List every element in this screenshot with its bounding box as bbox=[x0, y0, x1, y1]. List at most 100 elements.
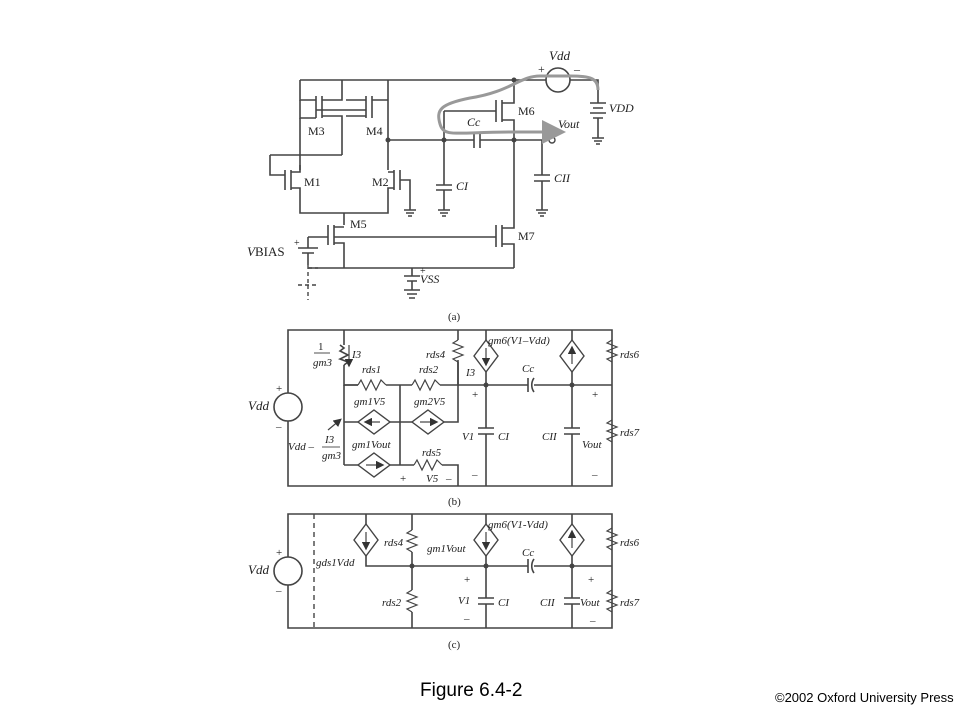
gm2v5-source: gm2V5 bbox=[400, 385, 459, 435]
svg-text:gm1Vout: gm1Vout bbox=[352, 439, 391, 451]
vdd-source-b: + – Vdd bbox=[248, 383, 303, 433]
svg-text:rds7: rds7 bbox=[620, 427, 640, 439]
svg-text:Cc: Cc bbox=[522, 547, 534, 559]
svg-text:Vout: Vout bbox=[580, 597, 601, 609]
ci-label: CI bbox=[456, 179, 469, 193]
vout-label: Vout bbox=[558, 117, 580, 131]
svg-text:V5: V5 bbox=[426, 473, 439, 485]
svg-text:gm3: gm3 bbox=[322, 450, 341, 462]
svg-text:gds1Vdd: gds1Vdd bbox=[316, 557, 355, 569]
gds1-source bbox=[353, 514, 412, 567]
label-m4: M4 bbox=[366, 124, 383, 138]
circuit-figure: M3 M4 M1 M2 M5 bbox=[247, 48, 640, 651]
svg-text:+: + bbox=[276, 383, 282, 395]
svg-text:–: – bbox=[275, 421, 282, 433]
svg-text:Vdd –: Vdd – bbox=[288, 441, 314, 453]
vdd-supply-label: VDD bbox=[609, 101, 634, 115]
vdd-label-c: Vdd bbox=[248, 562, 269, 577]
capacitor-cc: Cc bbox=[444, 115, 548, 148]
transistor-m1: M1 bbox=[284, 165, 321, 205]
svg-text:V1: V1 bbox=[462, 431, 474, 443]
svg-text:–: – bbox=[445, 473, 452, 485]
capacitor-cii: CII bbox=[534, 140, 571, 217]
svg-text:rds5: rds5 bbox=[422, 447, 442, 459]
svg-text:V1: V1 bbox=[458, 595, 470, 607]
capacitor-ci: CI bbox=[436, 175, 469, 217]
gm1vout-source: gm1Vout bbox=[344, 439, 400, 478]
label-m6: M6 bbox=[518, 104, 535, 118]
svg-text:rds4: rds4 bbox=[426, 349, 446, 361]
svg-text:+: + bbox=[472, 389, 478, 401]
label-m7: M7 bbox=[518, 229, 535, 243]
panel-b: + – Vdd 1 gm3 I3 rds1 rds2 rds4 I3 gm1V5 bbox=[248, 329, 640, 508]
svg-text:+: + bbox=[588, 574, 594, 586]
panel-c-label: (c) bbox=[448, 639, 461, 651]
svg-text:gm1Vout: gm1Vout bbox=[427, 543, 466, 555]
vdd-label-a: Vdd bbox=[549, 48, 570, 63]
svg-text:rds4: rds4 bbox=[384, 537, 404, 549]
svg-text:I3: I3 bbox=[351, 349, 362, 361]
svg-text:+: + bbox=[538, 62, 545, 76]
svg-text:rds6: rds6 bbox=[620, 349, 640, 361]
svg-text:rds2: rds2 bbox=[419, 364, 439, 376]
svg-text:I3: I3 bbox=[324, 434, 335, 446]
panel-b-label: (b) bbox=[448, 496, 461, 508]
panel-a: M3 M4 M1 M2 M5 bbox=[247, 48, 634, 323]
svg-text:rds7: rds7 bbox=[620, 597, 640, 609]
svg-text:+: + bbox=[420, 266, 426, 277]
cc-label: Cc bbox=[467, 115, 481, 129]
transistor-m4: M4 bbox=[316, 80, 389, 155]
panel-c: + – Vdd gds1Vdd rds4 rds2 gm1Vout gm6(V1… bbox=[248, 513, 640, 651]
svg-text:CI: CI bbox=[498, 431, 510, 443]
svg-text:Vout: Vout bbox=[582, 439, 603, 451]
svg-text:–: – bbox=[275, 585, 282, 597]
svg-text:gm6(V1–Vdd): gm6(V1–Vdd) bbox=[488, 335, 550, 347]
vbias-source: VBIAS + bbox=[247, 237, 318, 300]
label-m3: M3 bbox=[308, 124, 325, 138]
svg-text:Cc: Cc bbox=[522, 363, 534, 375]
transistor-m6: M6 bbox=[444, 80, 535, 140]
svg-text:rds2: rds2 bbox=[382, 597, 402, 609]
transistor-m3: M3 bbox=[299, 80, 343, 155]
svg-text:1: 1 bbox=[318, 341, 324, 353]
svg-text:–: – bbox=[591, 469, 598, 481]
vdd-battery: VDD bbox=[590, 95, 634, 145]
label-m5: M5 bbox=[350, 217, 367, 231]
svg-text:+: + bbox=[276, 547, 282, 559]
svg-text:gm6(V1-Vdd): gm6(V1-Vdd) bbox=[488, 519, 548, 531]
copyright-notice: ©2002 Oxford University Press bbox=[775, 690, 954, 705]
svg-text:I3: I3 bbox=[465, 367, 476, 379]
svg-text:–: – bbox=[573, 62, 581, 76]
cii-label: CII bbox=[554, 171, 571, 185]
vss-source: VSS + bbox=[404, 266, 439, 299]
svg-text:+: + bbox=[464, 574, 470, 586]
label-m1: M1 bbox=[304, 175, 321, 189]
vdd-test-source: + – Vdd bbox=[538, 48, 581, 93]
svg-text:+: + bbox=[592, 389, 598, 401]
transistor-m2: M2 bbox=[372, 170, 416, 217]
vdd-label-b: Vdd bbox=[248, 398, 269, 413]
panel-a-label: (a) bbox=[448, 311, 461, 323]
svg-text:gm2V5: gm2V5 bbox=[414, 396, 446, 408]
gm6-source-right-c bbox=[559, 514, 585, 566]
gm6-source-right-b bbox=[559, 330, 585, 385]
svg-text:CII: CII bbox=[542, 431, 558, 443]
svg-text:rds6: rds6 bbox=[620, 537, 640, 549]
vss-label: VSS bbox=[420, 272, 439, 286]
label-m2: M2 bbox=[372, 175, 389, 189]
svg-text:CI: CI bbox=[498, 597, 510, 609]
svg-text:–: – bbox=[463, 613, 470, 625]
svg-text:rds1: rds1 bbox=[362, 364, 381, 376]
svg-text:CII: CII bbox=[540, 597, 556, 609]
vbias-label: VBIAS bbox=[247, 244, 285, 259]
svg-text:–: – bbox=[471, 469, 478, 481]
gm6-source-left-b bbox=[473, 330, 499, 385]
gm1v5-source: gm1V5 bbox=[344, 396, 400, 435]
figure-title: Figure 6.4-2 bbox=[420, 680, 523, 701]
transistor-m7: M7 bbox=[495, 140, 535, 268]
svg-text:–: – bbox=[589, 615, 596, 627]
svg-text:gm3: gm3 bbox=[313, 357, 332, 369]
vdd-source-c: + – Vdd bbox=[248, 547, 303, 597]
svg-text:+: + bbox=[294, 238, 300, 249]
svg-text:+: + bbox=[400, 473, 406, 485]
